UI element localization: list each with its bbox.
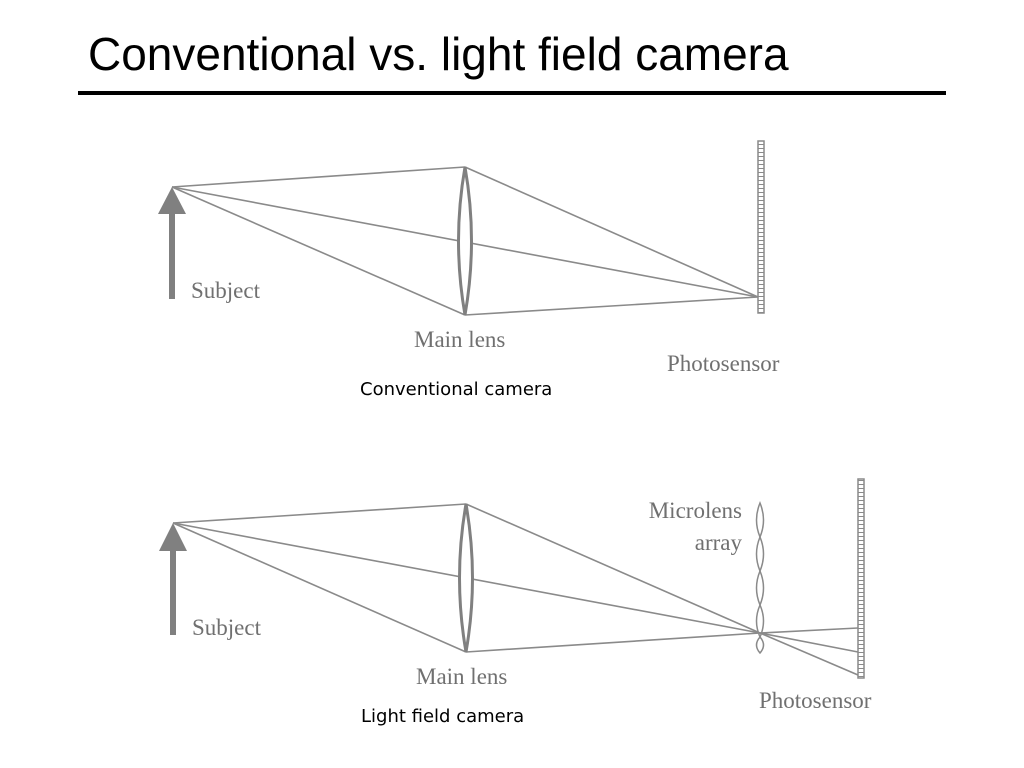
lightfield-diagram: Subject Main lens Microlens array Photos… [159, 478, 872, 713]
conventional-caption: Conventional camera [360, 379, 553, 400]
conventional-diagram: Subject Main lens Photosensor [158, 140, 780, 376]
main-lens-shape [458, 503, 474, 653]
photosensor-shape [857, 478, 865, 679]
slide-title: Conventional vs. light field camera [88, 28, 789, 80]
subject-label: Subject [192, 615, 262, 640]
subject-label: Subject [191, 278, 261, 303]
photosensor-label: Photosensor [759, 688, 872, 713]
lightfield-caption: Light field camera [361, 706, 525, 727]
subject-arrow [159, 523, 187, 635]
microlens-array-shape [755, 501, 765, 655]
subject-arrow [158, 187, 186, 299]
main-lens-shape [457, 166, 473, 316]
photosensor-shape [757, 140, 765, 314]
main-lens-label: Main lens [416, 664, 507, 689]
microlens-label-line2: array [695, 530, 743, 555]
title-divider [78, 91, 946, 95]
main-lens-label: Main lens [414, 327, 505, 352]
light-rays [172, 503, 859, 676]
photosensor-label: Photosensor [667, 351, 780, 376]
microlens-label-line1: Microlens [649, 498, 742, 523]
light-rays [171, 166, 759, 316]
